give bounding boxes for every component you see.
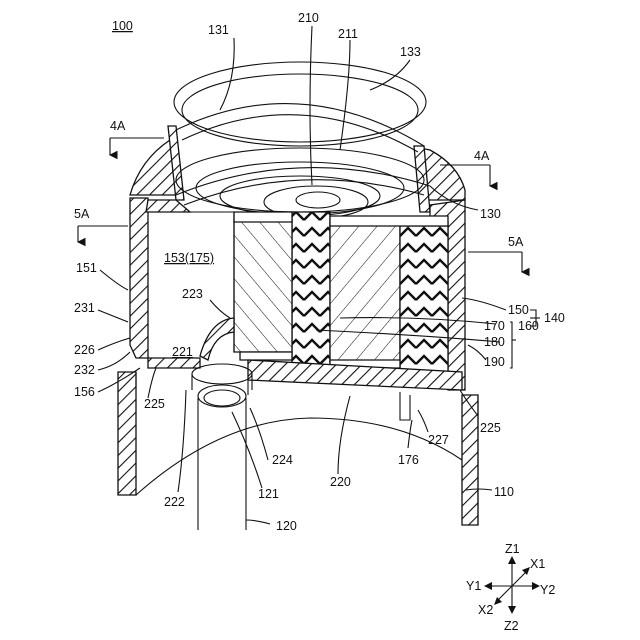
axis-z1-label: Z1 [505,542,520,556]
label-190: 190 [484,355,505,369]
label-232: 232 [74,363,95,377]
label-100: 100 [112,19,133,33]
label-5A-right: 5A [508,235,524,249]
label-170: 170 [484,319,505,333]
label-120: 120 [276,519,297,533]
label-222: 222 [164,495,185,509]
label-221: 221 [172,345,193,359]
label-210: 210 [298,11,319,25]
axis-x1-label: X1 [530,557,545,571]
label-4A-right: 4A [474,149,490,163]
label-220: 220 [330,475,351,489]
label-180: 180 [484,335,505,349]
y2-arrow-icon [532,582,540,590]
label-133: 133 [400,45,421,59]
label-226: 226 [74,343,95,357]
label-176: 176 [398,453,419,467]
y1-arrow-icon [484,582,492,590]
label-227: 227 [428,433,449,447]
axis-x2-label: X2 [478,603,493,617]
label-4A-left: 4A [110,119,126,133]
label-156: 156 [74,385,95,399]
axis-indicator: Z1 X1 Y1 Y2 X2 Z2 [466,542,555,633]
z1-arrow-icon [508,556,516,564]
label-231: 231 [74,301,95,315]
label-223: 223 [182,287,203,301]
axis-z2-label: Z2 [504,619,519,633]
label-150: 150 [508,303,529,317]
label-121: 121 [258,487,279,501]
label-160: 160 [518,319,539,333]
label-130: 130 [480,207,501,221]
label-225-left: 225 [144,397,165,411]
label-153-175: 153(175) [164,251,214,265]
label-225-right: 225 [480,421,501,435]
label-131: 131 [208,23,229,37]
axis-y2-label: Y2 [540,583,555,597]
tube-120 [192,364,252,530]
top-cap-assembly [130,62,465,218]
label-5A-left: 5A [74,207,90,221]
label-151: 151 [76,261,97,275]
label-211: 211 [338,27,358,41]
label-110: 110 [494,485,514,499]
z2-arrow-icon [508,606,516,614]
x1-arrow-icon [522,567,530,575]
label-224: 224 [272,453,293,467]
axis-y1-label: Y1 [466,579,481,593]
label-140: 140 [544,311,565,325]
x2-arrow-icon [494,597,502,605]
